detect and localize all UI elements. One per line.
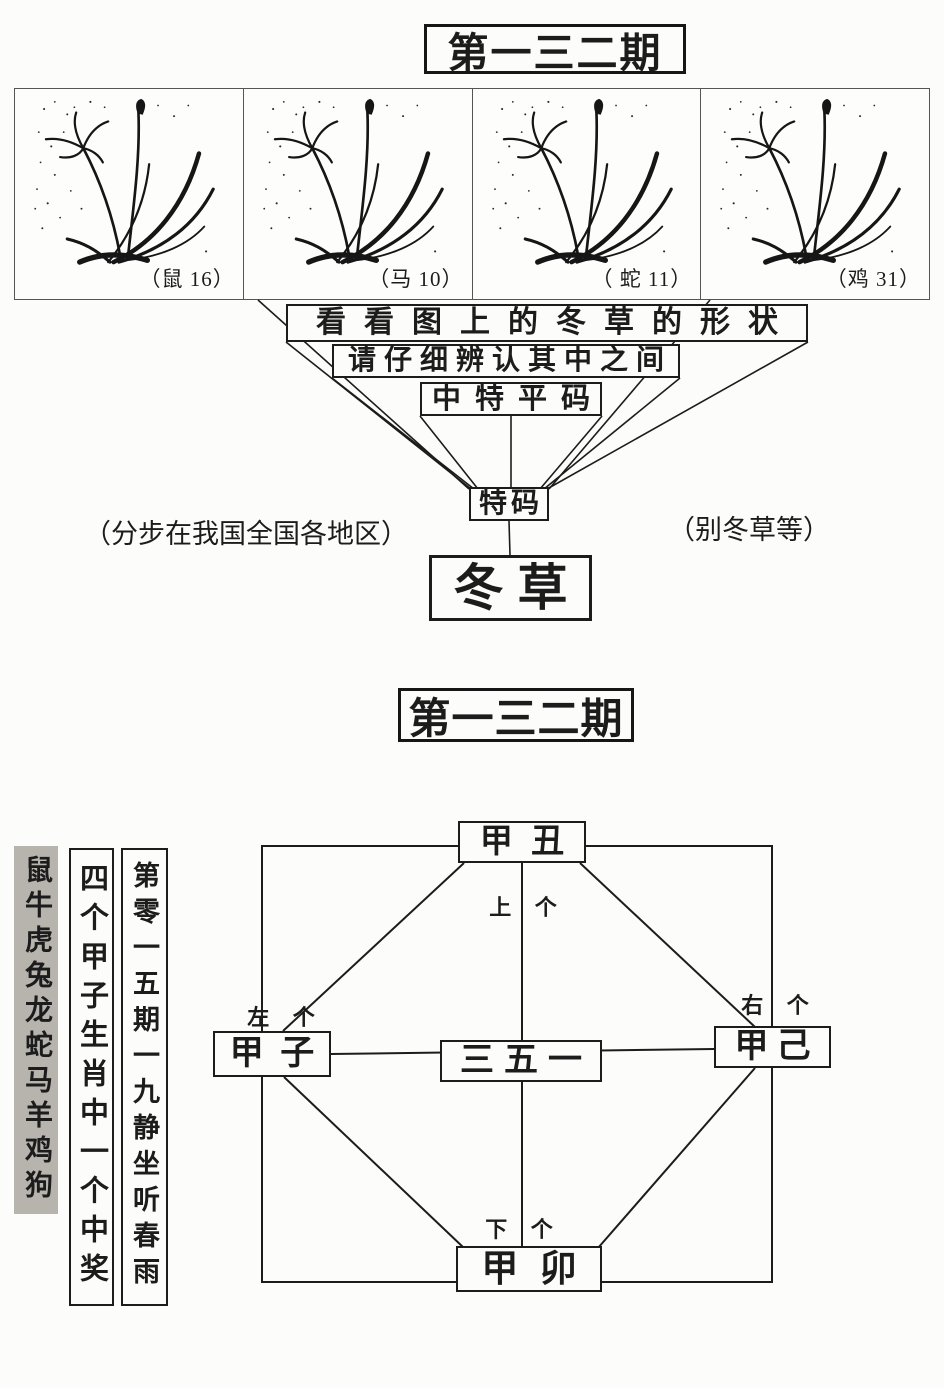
funnel-box-winter-grass: 冬草 bbox=[429, 555, 592, 621]
diagram-box-center: 三五一 bbox=[440, 1040, 602, 1082]
funnel-box-2: 请仔细辨认其中之间 bbox=[332, 344, 680, 378]
diagram-box-left: 甲 子 bbox=[213, 1031, 331, 1077]
flower-caption-horse: （马 10） bbox=[368, 267, 464, 291]
flower-panel-2: （马 10） bbox=[244, 89, 473, 299]
diagram-label-left: 左 个 bbox=[247, 1005, 315, 1030]
flower-panel-3: （ 蛇 11） bbox=[473, 89, 702, 299]
orchid-drawing-icon bbox=[21, 93, 231, 271]
funnel-box-1: 看看图上的冬草的形状 bbox=[286, 304, 808, 342]
column-hint-middle: 四个甲子生肖中一个中奖 bbox=[69, 848, 114, 1306]
funnel-box-3: 中特平码 bbox=[420, 382, 602, 416]
orchid-drawing-icon bbox=[250, 93, 460, 271]
top-period-title: 第一三二期 bbox=[424, 24, 686, 76]
orchid-drawing-icon bbox=[707, 93, 917, 271]
flower-panel-4: （鸡 31） bbox=[701, 89, 929, 299]
diagram-label-up: 上 个 bbox=[489, 895, 557, 920]
diagram-box-top: 甲 丑 bbox=[458, 821, 586, 863]
column-zodiac-list: 鼠牛虎兔龙蛇马羊鸡狗 bbox=[14, 846, 58, 1214]
diagram-box-right: 甲己 bbox=[714, 1026, 831, 1068]
bottom-period-title: 第一三二期 bbox=[398, 688, 634, 743]
orchid-drawing-icon bbox=[479, 93, 689, 271]
flower-panel-1: （鼠 16） bbox=[15, 89, 244, 299]
funnel-box-special-code: 特码 bbox=[469, 487, 549, 521]
right-note: （别冬草等） bbox=[668, 515, 830, 545]
column-hint-inner: 第零一五期一九静坐听春雨 bbox=[121, 848, 168, 1306]
flower-caption-snake: （ 蛇 11） bbox=[591, 267, 693, 291]
diagram-label-down: 下 个 bbox=[485, 1217, 553, 1242]
left-note: （分步在我国全国各地区） bbox=[84, 519, 408, 549]
flower-caption-rooster: （鸡 31） bbox=[825, 267, 921, 291]
diagram-label-right: 右 个 bbox=[741, 993, 809, 1018]
flower-caption-rat: （鼠 16） bbox=[139, 267, 235, 291]
flower-panel-row: （鼠 16） （马 10） （ 蛇 11） （鸡 31） bbox=[14, 88, 930, 300]
diagram-box-bottom: 甲 卯 bbox=[456, 1246, 602, 1292]
